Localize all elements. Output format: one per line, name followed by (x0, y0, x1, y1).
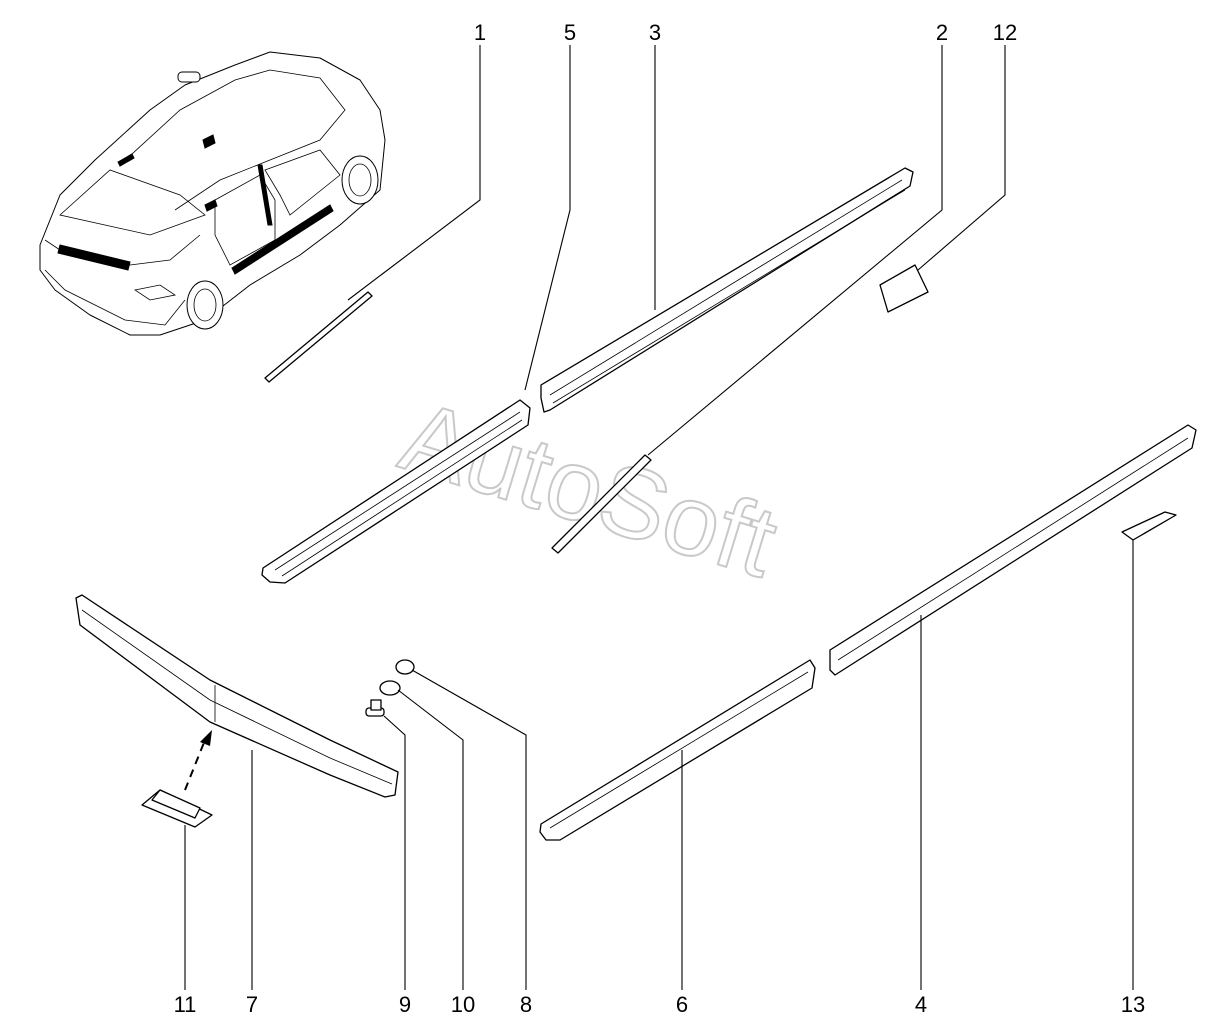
car-bumper (44, 269, 186, 326)
car-roof-line (119, 69, 346, 211)
callout-3: 3 (649, 20, 661, 45)
tail-light (133, 284, 177, 301)
part-2-strip (551, 454, 652, 554)
car-rear-window (59, 169, 206, 236)
callout-7: 7 (246, 992, 258, 1017)
callout-6: 6 (676, 992, 688, 1017)
leader-lines (184, 45, 1134, 990)
watermark-text: AutoSoft (389, 380, 789, 599)
part-6-lower-molding (539, 659, 816, 841)
part-4-side-molding (829, 424, 1197, 676)
rear-wheel-rim (193, 288, 217, 322)
part-8-nut (395, 659, 415, 675)
car-pillar-mark (204, 199, 218, 212)
part-13-plate (1121, 511, 1177, 541)
callout-10: 10 (451, 992, 475, 1017)
part-9-stud (365, 699, 385, 717)
car-door-trim-mark (257, 164, 273, 226)
car-trunk (44, 234, 201, 266)
callout-1: 1 (474, 20, 486, 45)
part-11-bracket (141, 789, 213, 828)
front-wheel-rim (348, 163, 372, 197)
callout-2: 2 (936, 20, 948, 45)
car-rear-trim-mark (57, 244, 131, 271)
car-overview (39, 51, 386, 336)
part-5-rear-door-molding (261, 399, 531, 584)
car-roof-mark-2 (202, 134, 216, 149)
callout-9: 9 (399, 992, 411, 1017)
callout-11: 11 (174, 992, 197, 1017)
callout-13: 13 (1121, 992, 1145, 1017)
car-side-molding-mark (231, 204, 334, 275)
watermark: AutoSoft (388, 379, 790, 600)
callout-4: 4 (915, 992, 927, 1017)
part-3-front-door-molding (540, 167, 914, 413)
callout-5: 5 (564, 20, 576, 45)
car-roof-mark-1 (117, 153, 135, 167)
part-1-strip (264, 291, 373, 383)
part-12-badge (879, 264, 929, 313)
front-wheel (341, 155, 379, 205)
roof-antenna (177, 71, 201, 83)
car-side-windows-front (264, 149, 341, 216)
callout-labels: 1 5 3 2 12 11 7 9 10 8 6 4 13 (174, 20, 1146, 1017)
callout-12: 12 (993, 20, 1017, 45)
part-10-washer (379, 680, 401, 696)
callout-8: 8 (520, 992, 532, 1017)
rear-wheel (186, 280, 224, 330)
assembly-arrow (184, 730, 212, 791)
part-7-trunk-trim (75, 594, 399, 798)
